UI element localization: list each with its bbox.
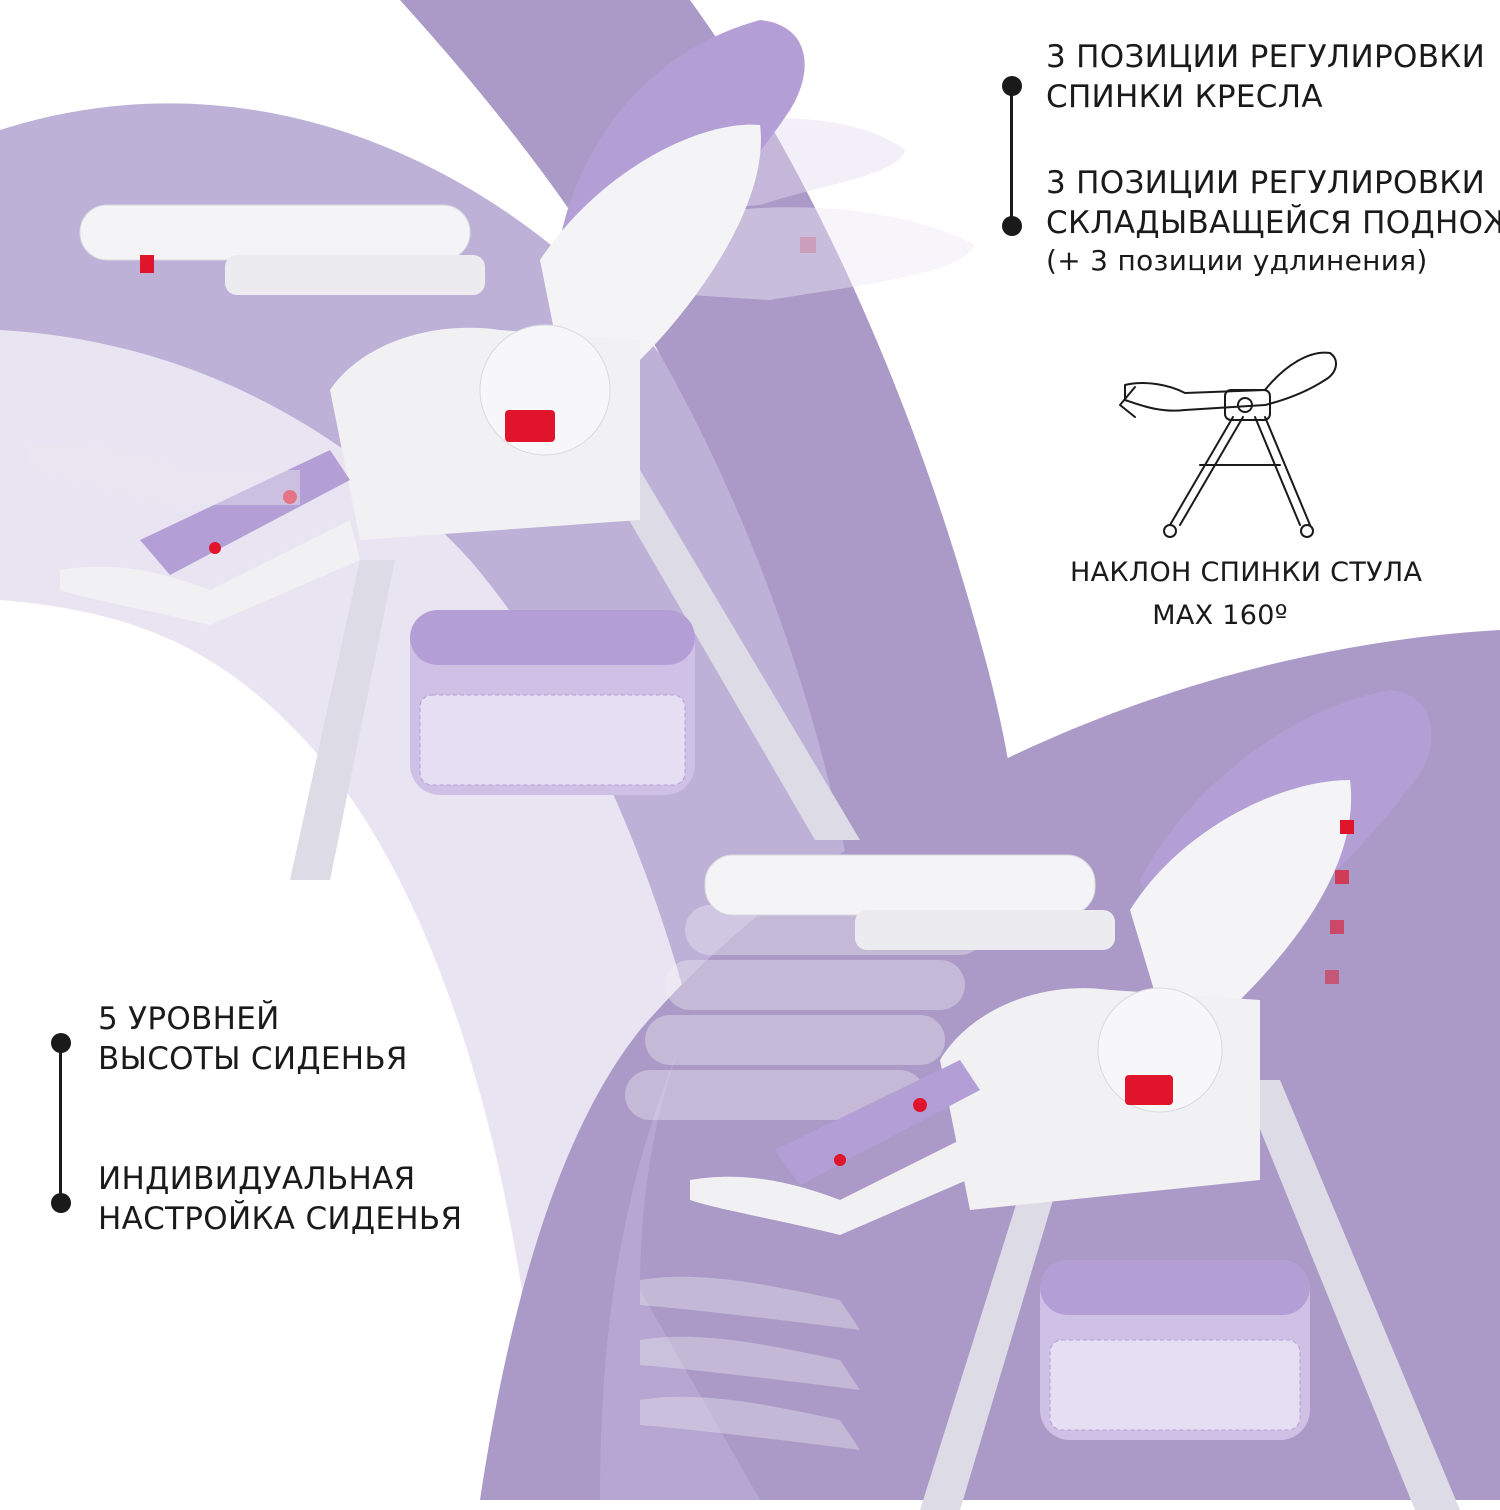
height-line-1: 5 УРОВНЕЙ: [98, 1001, 280, 1037]
features-top-connector: [1010, 85, 1013, 225]
footrest-line-1: 3 ПОЗИЦИИ РЕГУЛИРОВКИ: [1046, 165, 1486, 201]
highchair-reclined-photo: [30, 20, 975, 880]
seat-line-2: НАСТРОЙКА СИДЕНЬЯ: [98, 1200, 463, 1237]
footrest-line-2: СКЛАДЫВАЩЕЙСЯ ПОДНОЖКИ: [1046, 204, 1500, 241]
seat-bullet-dot: [51, 1193, 71, 1213]
backrest-feature-text: 3 ПОЗИЦИИ РЕГУЛИРОВКИ СПИНКИ КРЕСЛА: [1046, 38, 1485, 117]
recline-line-1: НАКЛОН СПИНКИ СТУЛА: [1070, 557, 1423, 588]
seat-line-1: ИНДИВИДУАЛЬНАЯ: [98, 1161, 416, 1197]
recline-caption: НАКЛОН СПИНКИ СТУЛА MAX 160º: [1070, 556, 1423, 633]
height-line-2: ВЫСОТЫ СИДЕНЬЯ: [98, 1040, 408, 1077]
ghost-footrest: [30, 444, 300, 505]
height-feature-text: 5 УРОВНЕЙ ВЫСОТЫ СИДЕНЬЯ: [98, 1000, 408, 1079]
band-dark-upper: [400, 0, 1024, 1000]
recline-button: [505, 410, 555, 442]
reclined-highchair-icon: [1119, 351, 1337, 538]
backrest-line-1: 3 ПОЗИЦИИ РЕГУЛИРОВКИ: [1046, 39, 1486, 75]
rear-leg: [600, 470, 860, 840]
features-bottom-connector: [59, 1042, 62, 1202]
recline-line-2: MAX 160º: [1152, 599, 1288, 631]
front-leg: [290, 560, 395, 880]
footrest-note: (+ 3 позиции удлинения): [1046, 244, 1428, 278]
footrest-feature-text: 3 ПОЗИЦИИ РЕГУЛИРОВКИ СКЛАДЫВАЩЕЙСЯ ПОДН…: [1046, 164, 1500, 279]
seat-feature-text: ИНДИВИДУАЛЬНАЯ НАСТРОЙКА СИДЕНЬЯ: [98, 1160, 462, 1239]
footrest-bullet-dot: [1002, 216, 1022, 236]
backrest-bullet-dot: [1002, 76, 1022, 96]
backrest-position-markers: [1325, 820, 1354, 984]
band-mid: [0, 103, 940, 1500]
tray: [79, 204, 471, 261]
height-bullet-dot: [51, 1033, 71, 1053]
backrest-shell: [540, 124, 761, 360]
tray-arm: [225, 255, 485, 295]
footrest: [60, 520, 360, 625]
band-mid-lower: [600, 1000, 760, 1500]
highchair-height-levels-photo: [625, 690, 1460, 1510]
backrest-line-2: СПИНКИ КРЕСЛА: [1046, 78, 1323, 115]
